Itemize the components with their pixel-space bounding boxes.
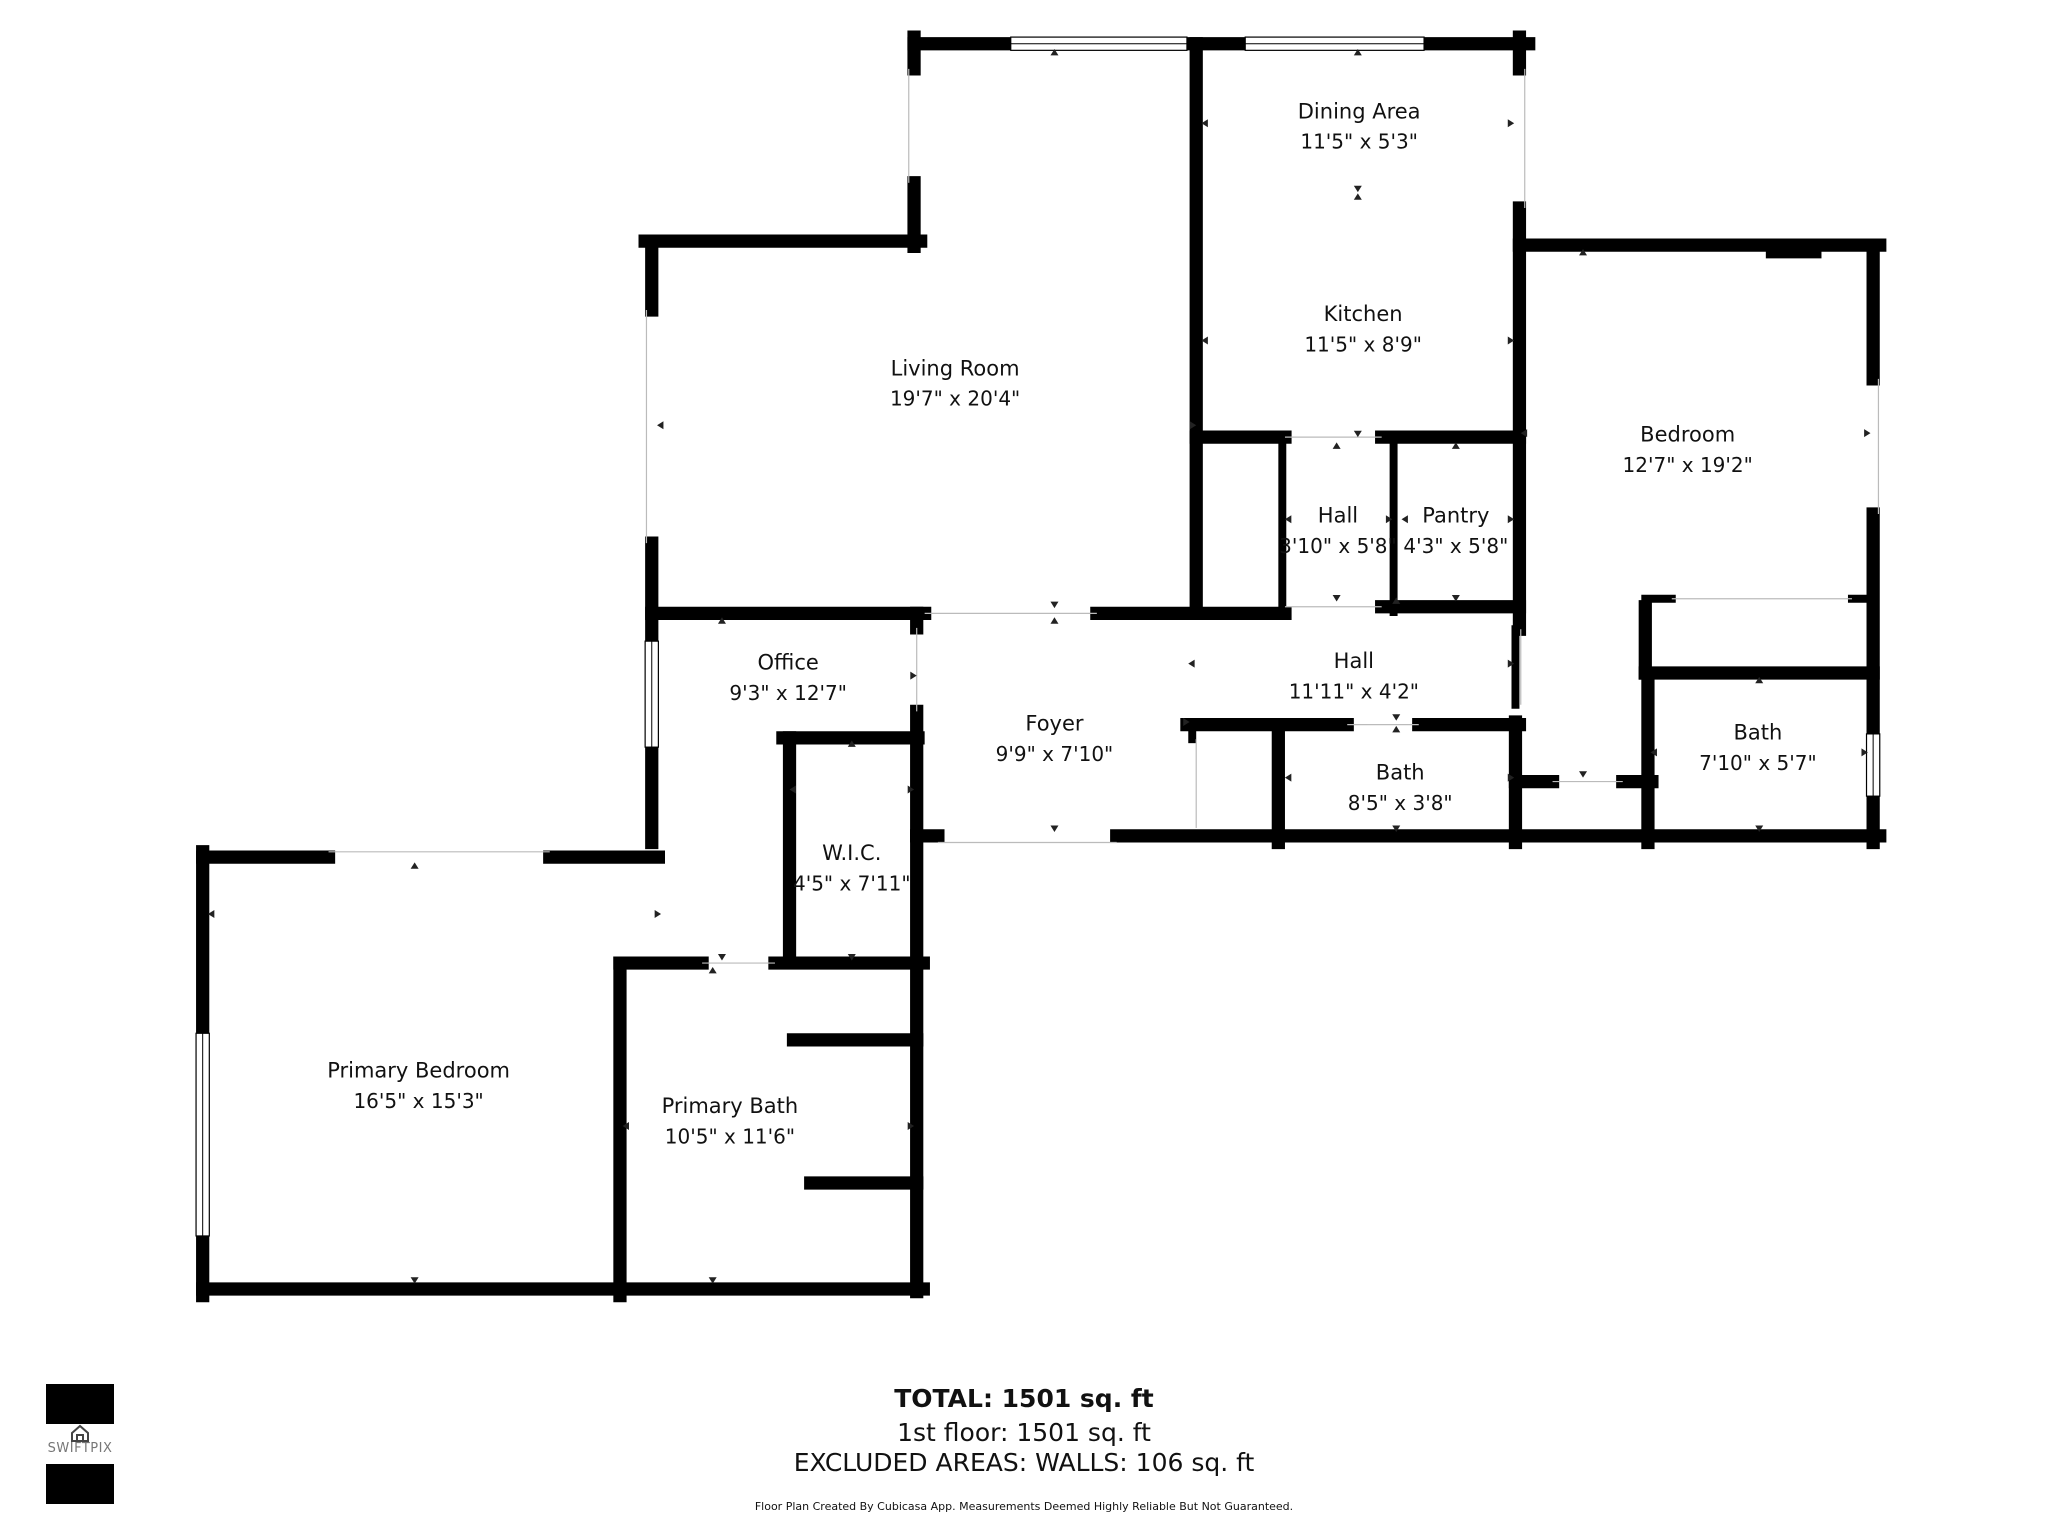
room-labels: Dining Area 11'5" x 5'3" Kitchen 11'5" x 8'… (327, 99, 1816, 1148)
dimension-marker-icon (910, 671, 917, 680)
swiftpix-logo: SWIFTPIX (46, 1384, 114, 1504)
house-icon-shape (71, 1424, 89, 1442)
dimension-marker-icon (1451, 442, 1460, 449)
dimension-markers (207, 48, 1871, 1284)
room-dimensions-bath-hall: 8'5" x 3'8" (1348, 791, 1453, 815)
room-name-bath-bedroom: Bath (1733, 721, 1782, 745)
dimension-marker-icon (907, 785, 915, 794)
dimension-marker-icon (847, 954, 856, 961)
windows-and-doors (195, 36, 1881, 1237)
excluded-areas: EXCLUDED AREAS: WALLS: 106 sq. ft (793, 1448, 1255, 1477)
room-dimensions-wic: 4'5" x 7'11" (793, 872, 911, 896)
room-name-living-room: Living Room (891, 356, 1020, 380)
dimension-marker-icon (1392, 725, 1401, 733)
dimension-marker-icon (410, 862, 419, 869)
dimension-marker-icon (1392, 714, 1401, 721)
dimension-marker-icon (657, 421, 664, 430)
dimension-marker-icon (1050, 617, 1059, 624)
dimension-marker-icon (1507, 336, 1515, 345)
dimension-marker-icon (1392, 597, 1401, 604)
dimension-marker-icon (1201, 336, 1208, 345)
dimension-marker-icon (1507, 515, 1515, 524)
dimension-marker-icon (1050, 825, 1059, 832)
room-name-primary-bath: Primary Bath (662, 1094, 799, 1118)
room-dimensions-hall-north: 3'10" x 5'8" (1279, 534, 1397, 558)
dimension-marker-icon (708, 1277, 717, 1284)
disclaimer: Floor Plan Created By Cubicasa App. Meas… (754, 1500, 1294, 1513)
dimension-marker-icon (1353, 185, 1362, 193)
room-dimensions-hall-central: 11'11" x 4'2" (1289, 679, 1419, 703)
dimension-marker-icon (907, 1122, 915, 1131)
room-dimensions-primary-bath: 10'5" x 11'6" (665, 1125, 795, 1149)
dimension-marker-icon (1284, 773, 1292, 782)
dimension-marker-icon (1507, 119, 1515, 128)
room-dimensions-bedroom: 12'7" x 19'2" (1623, 453, 1753, 477)
room-name-hall-north: Hall (1318, 503, 1358, 527)
dimension-marker-icon (1392, 825, 1401, 832)
room-dimensions-bath-bedroom: 7'10" x 5'7" (1699, 751, 1817, 775)
dimension-marker-icon (1650, 748, 1657, 757)
dimension-marker-icon (708, 967, 717, 974)
dimension-marker-icon (789, 785, 796, 794)
room-name-foyer: Foyer (1025, 711, 1084, 735)
dimension-marker-icon (1183, 717, 1190, 726)
dimension-marker-icon (717, 617, 726, 624)
room-dimensions-living-room: 19'7" x 20'4" (890, 387, 1020, 411)
dimension-marker-icon (1385, 515, 1393, 524)
dimension-marker-icon (1579, 771, 1588, 778)
dimension-marker-icon (1864, 429, 1871, 438)
dimension-marker-icon (847, 740, 856, 747)
dimension-marker-icon (1332, 442, 1341, 449)
dimension-marker-icon (654, 910, 662, 919)
dimension-marker-icon (1353, 193, 1362, 200)
room-name-dining-area: Dining Area (1298, 99, 1421, 123)
dimension-marker-icon (1451, 595, 1460, 602)
dimension-marker-icon (1201, 119, 1208, 128)
dimension-marker-icon (1579, 249, 1588, 256)
room-name-pantry: Pantry (1422, 503, 1489, 527)
room-name-office: Office (758, 650, 819, 674)
dimension-marker-icon (717, 954, 726, 961)
logo-text: SWIFTPIX (47, 1441, 113, 1456)
dimension-marker-icon (1189, 421, 1197, 430)
dimension-marker-icon (1755, 825, 1764, 832)
room-dimensions-office: 9'3" x 12'7" (729, 681, 847, 705)
dimension-marker-icon (410, 1277, 419, 1284)
dimension-marker-icon (1755, 676, 1764, 684)
room-name-hall-central: Hall (1334, 649, 1374, 673)
dimension-marker-icon (1520, 429, 1528, 438)
room-name-kitchen: Kitchen (1324, 302, 1403, 326)
room-dimensions-pantry: 4'3" x 5'8" (1403, 534, 1508, 558)
room-name-bath-hall: Bath (1376, 760, 1425, 784)
dimension-marker-icon (1507, 659, 1515, 668)
dimension-marker-icon (1050, 601, 1059, 609)
house-icon (71, 1424, 89, 1442)
room-name-primary-bedroom: Primary Bedroom (327, 1058, 510, 1082)
dimension-marker-icon (1353, 48, 1362, 56)
room-dimensions-kitchen: 11'5" x 8'9" (1304, 332, 1422, 356)
dimension-marker-icon (1284, 515, 1292, 524)
room-name-bedroom: Bedroom (1640, 423, 1735, 447)
dimension-marker-icon (1507, 773, 1515, 782)
dimension-marker-icon (622, 1122, 629, 1131)
dimension-marker-icon (1188, 659, 1195, 668)
dimension-marker-icon (1353, 430, 1362, 438)
room-dimensions-primary-bedroom: 16'5" x 15'3" (353, 1089, 483, 1113)
dimension-marker-icon (1861, 748, 1868, 757)
room-dimensions-dining-area: 11'5" x 5'3" (1300, 130, 1418, 154)
total-area: TOTAL: 1501 sq. ft (894, 1384, 1154, 1413)
room-name-wic: W.I.C. (822, 841, 881, 865)
dimension-marker-icon (1401, 515, 1408, 524)
room-dimensions-foyer: 9'9" x 7'10" (996, 742, 1114, 766)
dimension-marker-icon (1332, 595, 1341, 602)
first-floor-area: 1st floor: 1501 sq. ft (897, 1418, 1151, 1447)
dimension-marker-icon (1050, 48, 1059, 56)
dimension-marker-icon (207, 910, 215, 919)
